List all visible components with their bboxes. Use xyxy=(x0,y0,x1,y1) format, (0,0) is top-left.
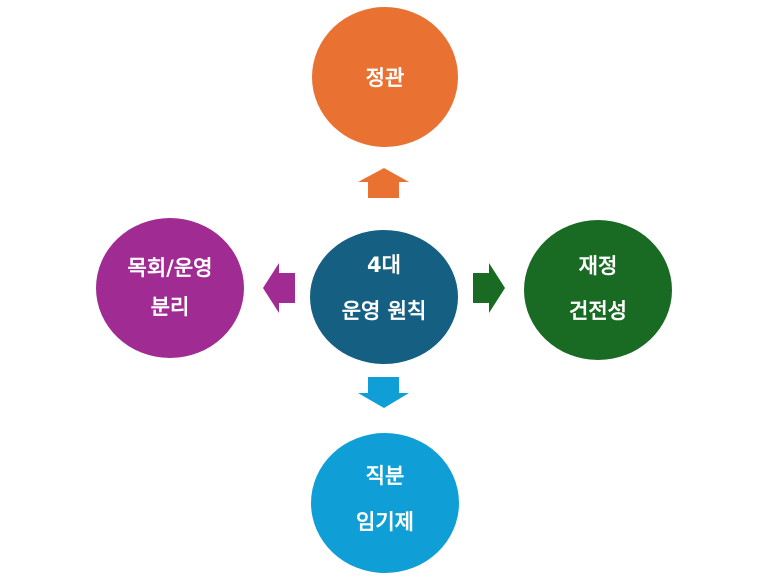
bottom-circle xyxy=(311,433,459,573)
top-label: 정관 xyxy=(366,66,405,90)
center-circle xyxy=(310,230,458,364)
bottom-label-1: 직분 xyxy=(366,464,405,488)
right-label-2: 건전성 xyxy=(569,299,627,323)
top-circle xyxy=(312,7,458,147)
arrow-down-icon xyxy=(358,377,409,408)
left-circle xyxy=(96,218,244,358)
right-circle xyxy=(524,220,672,360)
left-label-2: 분리 xyxy=(151,295,190,319)
center-label-2: 운영 원칙 xyxy=(342,299,427,323)
arrow-up-icon xyxy=(358,168,409,198)
arrow-left-icon xyxy=(263,263,295,313)
left-label-1: 목회/운영 xyxy=(128,256,213,280)
right-label-1: 재정 xyxy=(579,254,618,278)
arrow-right-icon xyxy=(473,263,505,313)
center-label-1: 4대 xyxy=(367,253,401,277)
bottom-label-2: 임기제 xyxy=(356,510,414,534)
